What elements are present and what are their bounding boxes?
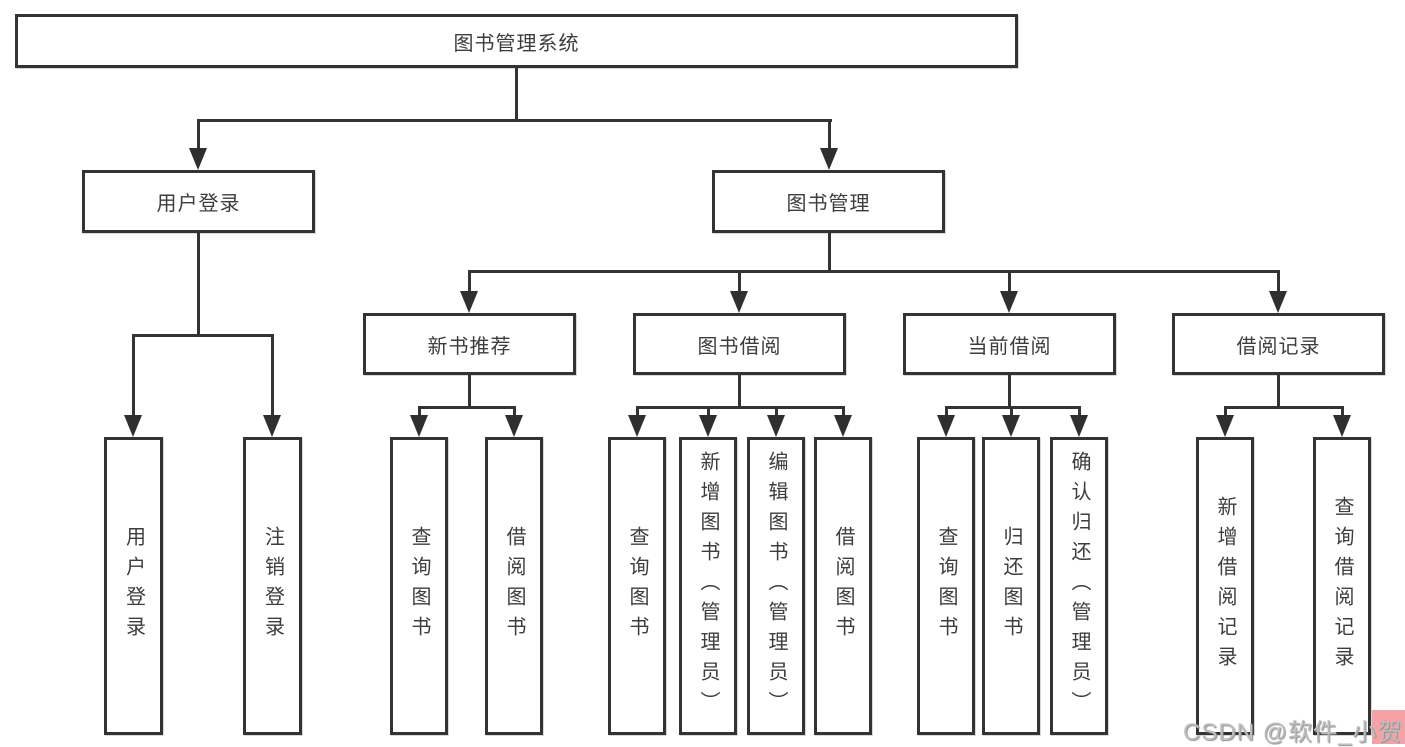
leaf-user-login: 用户登录 [104, 437, 163, 735]
node-borrow-records: 借阅记录 [1172, 313, 1385, 375]
leaf-bb-edit-books-admin: 编辑图书（管理员） [747, 437, 805, 735]
leaf-bb-add-books-admin: 新增图书（管理员） [679, 437, 737, 735]
connector-drop-new-book [468, 270, 471, 292]
connector-user-login-stem [197, 233, 200, 337]
connector-root-stem [515, 68, 518, 122]
leaf-br-add-record: 新增借阅记录 [1196, 437, 1254, 735]
watermark-text: CSDN @软件_小贺同学 [1183, 719, 1405, 746]
leaf-cb-query-books: 查询图书 [917, 437, 975, 735]
leaf-bb-edit-books-admin-label: 编辑图书（管理员） [765, 451, 787, 721]
connector-drop-book-mgmt [828, 119, 831, 149]
arrowhead-current-borrow [1000, 291, 1018, 313]
arrowhead-user-login [189, 148, 207, 170]
connector-drop-leaf-login [132, 334, 135, 416]
connector-new-book-hbar [418, 406, 516, 409]
node-book-borrow-label: 图书借阅 [697, 335, 782, 358]
connector-drop-nb-query [418, 406, 421, 418]
leaf-nb-borrow-books: 借阅图书 [485, 437, 543, 735]
node-user-login-label: 用户登录 [156, 193, 241, 215]
arrowhead-leaf-login [124, 415, 142, 437]
arrowhead-leaf-logout [263, 415, 281, 437]
node-book-mgmt: 图书管理 [712, 170, 945, 233]
leaf-bb-borrow-books: 借阅图书 [814, 437, 872, 735]
node-book-borrow: 图书借阅 [633, 313, 846, 375]
connector-current-borrow-stem [1008, 375, 1011, 409]
connector-book-borrow-hbar [636, 406, 845, 409]
leaf-bb-borrow-books-label: 借阅图书 [832, 526, 854, 646]
node-root-label: 图书管理系统 [453, 32, 580, 55]
arrowhead-borrow-records [1269, 291, 1287, 313]
connector-drop-bb-query [636, 406, 639, 418]
connector-borrow-records-stem [1277, 375, 1280, 409]
watermark-highlight-patch [1372, 710, 1405, 744]
arrowhead-br-add [1216, 415, 1234, 437]
node-book-mgmt-label: 图书管理 [786, 193, 871, 215]
connector-drop-cb-return [1010, 406, 1013, 418]
node-new-book-label: 新书推荐 [427, 335, 512, 358]
arrowhead-book-borrow [730, 291, 748, 313]
connector-book-mgmt-stem [828, 233, 831, 273]
connector-borrow-records-hbar [1224, 406, 1344, 409]
leaf-bb-add-books-admin-label: 新增图书（管理员） [697, 451, 719, 721]
leaf-user-login-label: 用户登录 [122, 526, 145, 646]
arrowhead-book-mgmt [820, 148, 838, 170]
node-new-book: 新书推荐 [363, 313, 576, 375]
connector-user-login-hbar [132, 334, 274, 337]
arrowhead-nb-query [410, 415, 428, 437]
leaf-cb-confirm-return-admin: 确认归还（管理员） [1050, 437, 1108, 735]
arrowhead-bb-add [699, 415, 717, 437]
connector-new-book-stem [468, 375, 471, 409]
leaf-bb-query-books-label: 查询图书 [626, 526, 648, 646]
leaf-logout-label: 注销登录 [261, 526, 284, 646]
leaf-cb-query-books-label: 查询图书 [935, 526, 957, 646]
arrowhead-cb-confirm [1070, 415, 1088, 437]
leaf-nb-query-books-label: 查询图书 [408, 526, 430, 646]
leaf-bb-query-books: 查询图书 [608, 437, 666, 735]
node-current-borrow-label: 当前借阅 [967, 335, 1052, 358]
leaf-cb-confirm-return-admin-label: 确认归还（管理员） [1068, 451, 1090, 721]
connector-drop-br-query [1341, 406, 1344, 418]
connector-current-borrow-hbar [945, 406, 1081, 409]
leaf-br-add-record-label: 新增借阅记录 [1214, 496, 1236, 676]
connector-drop-cb-confirm [1078, 406, 1081, 418]
connector-book-borrow-stem [738, 375, 741, 409]
node-borrow-records-label: 借阅记录 [1236, 335, 1321, 358]
arrowhead-bb-query [628, 415, 646, 437]
arrowhead-nb-borrow [505, 415, 523, 437]
connector-drop-cb-query [945, 406, 948, 418]
leaf-br-query-record-label: 查询借阅记录 [1331, 496, 1353, 676]
node-root: 图书管理系统 [15, 14, 1018, 68]
connector-drop-book-borrow [738, 270, 741, 292]
leaf-nb-query-books: 查询图书 [390, 437, 448, 735]
arrowhead-cb-query [937, 415, 955, 437]
leaf-cb-return-books-label: 归还图书 [1000, 526, 1022, 646]
leaf-cb-return-books: 归还图书 [982, 437, 1040, 735]
leaf-br-query-record: 查询借阅记录 [1313, 437, 1371, 735]
arrowhead-bb-edit [767, 415, 785, 437]
connector-book-mgmt-hbar [468, 270, 1280, 273]
node-current-borrow: 当前借阅 [903, 313, 1116, 375]
arrowhead-bb-borrow [834, 415, 852, 437]
arrowhead-cb-return [1002, 415, 1020, 437]
connector-drop-current-borrow [1008, 270, 1011, 292]
connector-drop-borrow-records [1277, 270, 1280, 292]
connector-drop-user-login [197, 119, 200, 149]
leaf-logout: 注销登录 [243, 437, 302, 735]
connector-drop-nb-borrow [513, 406, 516, 418]
arrowhead-new-book [460, 291, 478, 313]
node-user-login: 用户登录 [82, 170, 315, 233]
arrowhead-br-query [1333, 415, 1351, 437]
leaf-nb-borrow-books-label: 借阅图书 [503, 526, 525, 646]
connector-drop-br-add [1224, 406, 1227, 418]
connector-drop-bb-add [707, 406, 710, 418]
connector-drop-leaf-logout [271, 334, 274, 416]
connector-drop-bb-edit [775, 406, 778, 418]
connector-drop-bb-borrow [842, 406, 845, 418]
connector-root-hbar [197, 119, 832, 122]
